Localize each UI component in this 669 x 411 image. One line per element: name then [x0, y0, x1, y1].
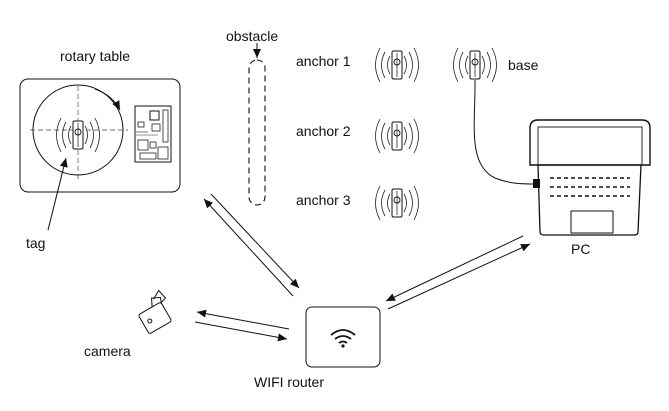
- base-icon: [453, 47, 497, 83]
- base-label: base: [508, 57, 539, 73]
- pc-label: PC: [571, 241, 591, 257]
- base-cable: [473, 80, 537, 185]
- rotary-table-frame: [19, 78, 181, 193]
- obstacle-shape: [248, 43, 266, 206]
- tag-pointer-arrow: [47, 157, 68, 231]
- wifi-icon: [330, 329, 356, 348]
- camera-label: camera: [84, 343, 131, 359]
- obstacle-label: obstacle: [226, 28, 279, 44]
- rotary-table: [19, 78, 181, 193]
- tag-label: tag: [26, 235, 46, 251]
- camera-icon: [138, 289, 172, 334]
- tag-device-icon: [56, 117, 100, 153]
- laptop-icon: [529, 119, 651, 236]
- anchor-3-label: anchor 3: [296, 192, 351, 208]
- anchor-2-icon: [375, 118, 419, 154]
- link-arrows: [194, 193, 531, 342]
- rotation-arrow-icon: [94, 88, 121, 111]
- rotary-table-label: rotary table: [60, 48, 131, 64]
- anchor-2-label: anchor 2: [296, 123, 351, 139]
- anchor-1-icon: [375, 47, 419, 83]
- circuit-board-icon: [134, 105, 172, 163]
- wifi-router-label: WIFI router: [254, 374, 325, 390]
- anchor-1-label: anchor 1: [296, 53, 351, 69]
- wifi-router-icon: [305, 306, 381, 368]
- anchor-3-icon: [375, 185, 419, 221]
